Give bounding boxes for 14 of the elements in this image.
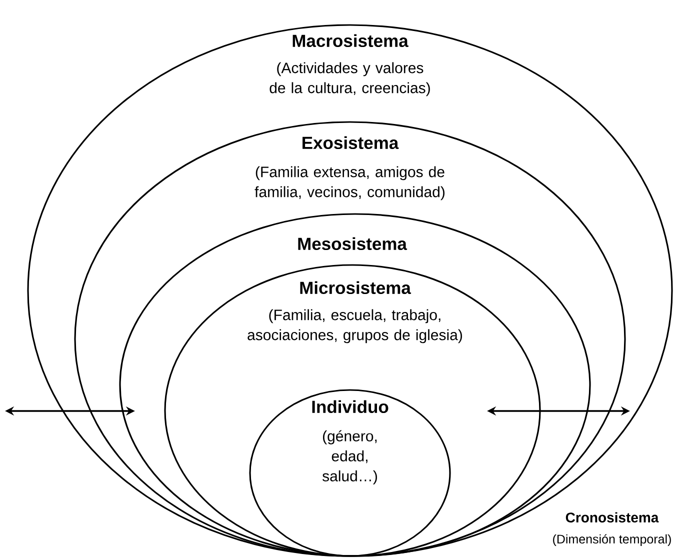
system-heading: Macrosistema — [292, 34, 408, 48]
chronosystem-description: (Dimensión temporal) — [553, 534, 671, 546]
system-description: (género, edad, salud…) — [322, 430, 377, 484]
system-heading: Exosistema — [302, 136, 399, 150]
chronosystem-heading: Cronosistema — [566, 512, 659, 522]
system-heading: Microsistema — [300, 281, 412, 294]
system-heading: Individuo — [312, 400, 388, 414]
system-description: (Familia, escuela, trabajo, asociaciones, grupos de iglesia) — [248, 309, 462, 344]
system-description: (Familia extensa, amigos de familia, vecinos, comunidad) — [254, 166, 444, 200]
system-description: (Actividades y valores de la cultura, creencias) — [270, 62, 430, 96]
ellipse-ring — [164, 264, 541, 557]
system-heading: Mesosistema — [298, 237, 408, 250]
ellipse-ring — [249, 389, 451, 557]
ellipse-ring — [27, 24, 673, 557]
